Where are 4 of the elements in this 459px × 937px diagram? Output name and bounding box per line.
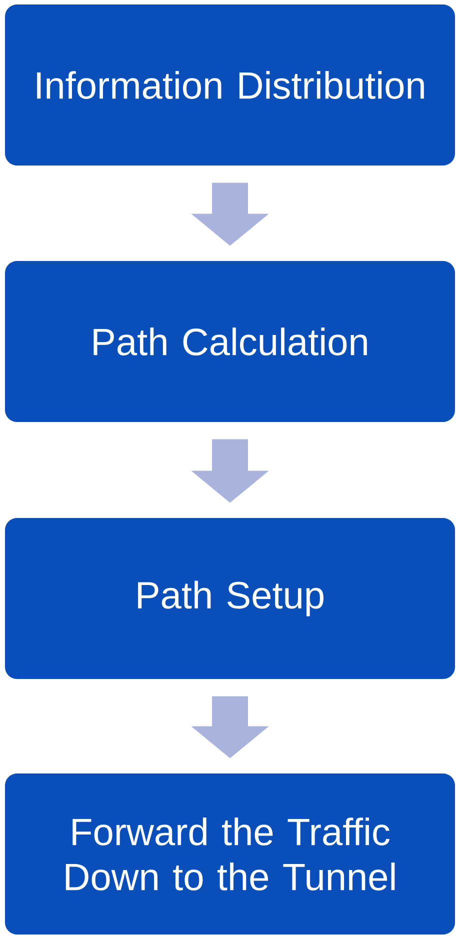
- process-box: Forward the Traffic Down to the Tunnel: [5, 774, 455, 934]
- process-box: Path Calculation: [5, 261, 455, 422]
- process-box: Path Setup: [5, 518, 455, 679]
- process-box: Information Distribution: [5, 4, 455, 166]
